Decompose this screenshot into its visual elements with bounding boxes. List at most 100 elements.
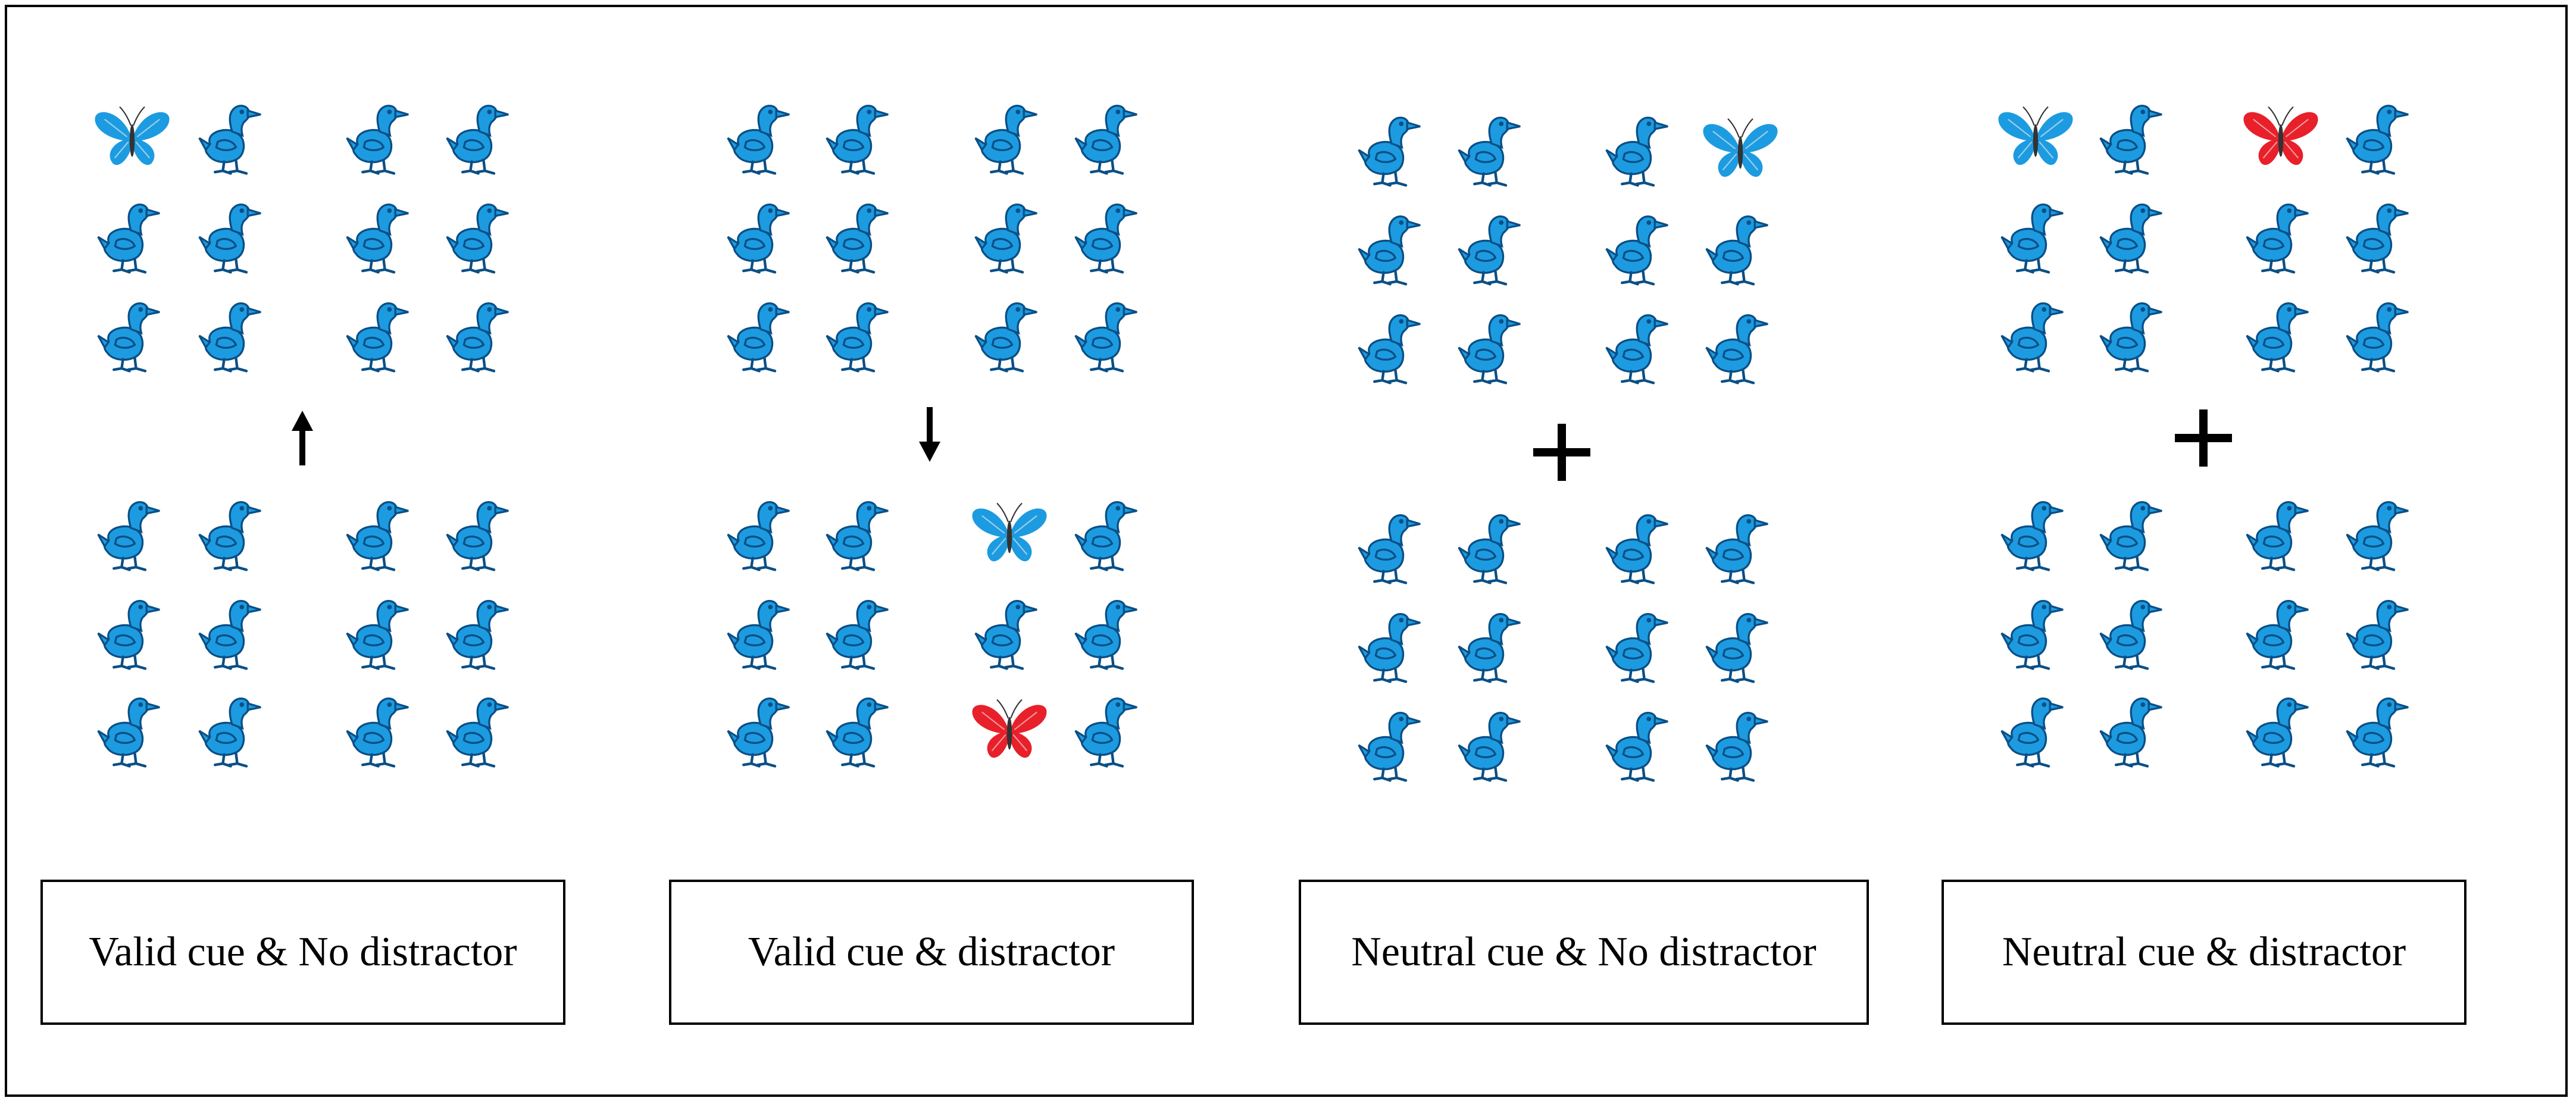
duck-icon xyxy=(1074,302,1137,373)
duck-icon xyxy=(1458,514,1521,584)
duck-icon xyxy=(446,501,509,571)
duck-icon xyxy=(826,204,889,274)
duck-icon xyxy=(2246,698,2309,768)
duck-icon xyxy=(346,501,409,571)
fixation-cross-icon xyxy=(1533,424,1590,481)
duck-icon xyxy=(1605,712,1668,782)
duck-icon xyxy=(1605,613,1668,683)
up-arrow-icon xyxy=(292,411,313,465)
duck-icon xyxy=(1074,600,1137,670)
duck-icon xyxy=(2346,105,2409,175)
blue-butterfly-icon xyxy=(95,106,170,165)
duck-icon xyxy=(727,501,790,571)
duck-icon xyxy=(2346,204,2409,274)
figure-frame xyxy=(5,5,2568,1097)
red-butterfly-icon xyxy=(2243,106,2318,165)
blue-butterfly-icon xyxy=(1703,118,1778,177)
duck-icon xyxy=(1458,117,1521,187)
duck-icon xyxy=(198,698,261,768)
duck-icon xyxy=(1074,698,1137,768)
duck-icon xyxy=(1705,514,1768,584)
duck-icon xyxy=(2346,501,2409,571)
duck-icon xyxy=(2000,204,2064,274)
duck-icon xyxy=(2000,698,2064,768)
duck-icon xyxy=(1605,215,1668,286)
duck-icon xyxy=(446,600,509,670)
duck-icon xyxy=(2000,600,2064,670)
duck-icon xyxy=(727,698,790,768)
duck-icon xyxy=(446,302,509,373)
duck-icon xyxy=(974,204,1037,274)
duck-icon xyxy=(446,698,509,768)
condition-label-valid-no-distractor: Valid cue & No distractor xyxy=(40,880,565,1025)
condition-label-neutral-distractor: Neutral cue & distractor xyxy=(1942,880,2466,1025)
duck-icon xyxy=(2246,600,2309,670)
duck-icon xyxy=(1358,613,1421,683)
duck-icon xyxy=(826,501,889,571)
duck-icon xyxy=(1458,314,1521,384)
duck-icon xyxy=(198,105,261,175)
duck-icon xyxy=(826,698,889,768)
duck-icon xyxy=(1605,514,1668,584)
duck-icon xyxy=(1705,215,1768,286)
duck-icon xyxy=(346,105,409,175)
duck-icon xyxy=(97,302,160,373)
duck-icon xyxy=(198,600,261,670)
duck-icon xyxy=(1358,712,1421,782)
duck-icon xyxy=(2346,600,2409,670)
duck-icon xyxy=(97,204,160,274)
duck-icon xyxy=(727,302,790,373)
duck-icon xyxy=(826,302,889,373)
duck-icon xyxy=(974,302,1037,373)
duck-icon xyxy=(198,302,261,373)
duck-icon xyxy=(97,698,160,768)
duck-icon xyxy=(1358,314,1421,384)
duck-icon xyxy=(2346,302,2409,373)
duck-icon xyxy=(198,501,261,571)
duck-icon xyxy=(2346,698,2409,768)
stimulus-panel-neutral-no-distractor xyxy=(1358,117,1778,782)
red-butterfly-icon xyxy=(972,699,1047,758)
duck-icon xyxy=(198,204,261,274)
duck-icon xyxy=(727,204,790,274)
duck-icon xyxy=(1358,215,1421,286)
duck-icon xyxy=(826,600,889,670)
duck-icon xyxy=(2099,501,2162,571)
stimulus-panel-valid-no-distractor xyxy=(95,105,509,768)
duck-icon xyxy=(97,501,160,571)
down-arrow-icon xyxy=(919,407,940,462)
blue-butterfly-icon xyxy=(972,502,1047,561)
stimulus-panel-neutral-distractor xyxy=(1998,105,2409,768)
duck-icon xyxy=(974,105,1037,175)
duck-icon xyxy=(1074,204,1137,274)
stimulus-panel-valid-distractor xyxy=(727,105,1137,768)
duck-icon xyxy=(974,600,1037,670)
duck-icon xyxy=(2000,302,2064,373)
duck-icon xyxy=(1458,215,1521,286)
duck-icon xyxy=(2246,204,2309,274)
duck-icon xyxy=(727,105,790,175)
duck-icon xyxy=(2246,501,2309,571)
duck-icon xyxy=(2099,600,2162,670)
duck-icon xyxy=(346,302,409,373)
duck-icon xyxy=(1458,613,1521,683)
blue-butterfly-icon xyxy=(1998,106,2073,165)
duck-icon xyxy=(346,698,409,768)
duck-icon xyxy=(446,105,509,175)
duck-icon xyxy=(446,204,509,274)
duck-icon xyxy=(1605,314,1668,384)
duck-icon xyxy=(1605,117,1668,187)
duck-icon xyxy=(2099,698,2162,768)
duck-icon xyxy=(2000,501,2064,571)
duck-icon xyxy=(1705,712,1768,782)
duck-icon xyxy=(2099,302,2162,373)
duck-icon xyxy=(727,600,790,670)
condition-label-neutral-no-distractor: Neutral cue & No distractor xyxy=(1299,880,1869,1025)
duck-icon xyxy=(1358,514,1421,584)
duck-icon xyxy=(1358,117,1421,187)
duck-icon xyxy=(346,600,409,670)
fixation-cross-icon xyxy=(2175,409,2232,467)
duck-icon xyxy=(1705,613,1768,683)
duck-icon xyxy=(1074,501,1137,571)
